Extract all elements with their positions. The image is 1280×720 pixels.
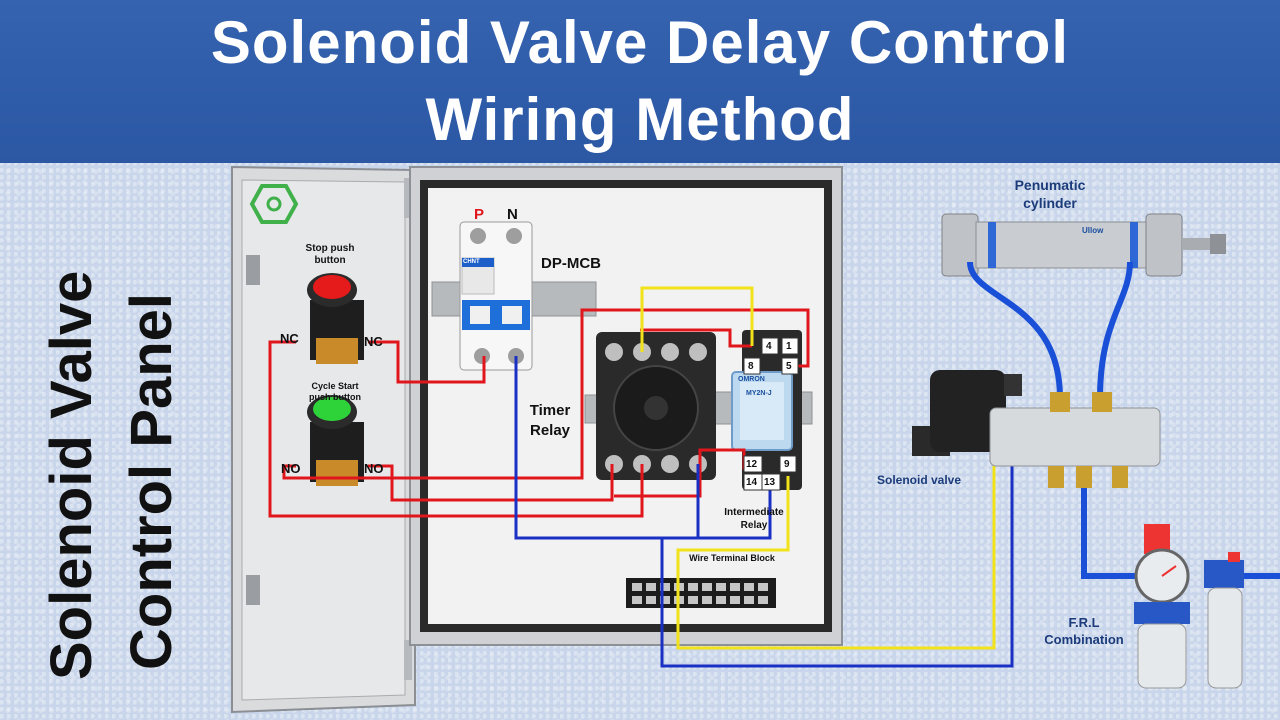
blue-wires [514,356,1014,668]
stop-push-button [307,273,364,364]
pin-1: 1 [786,341,792,352]
mcb-p-label: P [474,206,485,223]
frl-combination-label: F.R.L Combination [1044,615,1124,647]
dp-mcb-label: DP-MCB [541,255,601,272]
pin-14: 14 [746,477,758,488]
pin-12: 12 [746,459,758,470]
timer-relay [596,332,716,480]
stop-push-button-label: Stop push button [305,243,355,266]
nc-left-label: NC [280,331,299,346]
dp-mcb [459,221,533,371]
no-right-label: NO [364,461,384,476]
title-line-2: Wiring Method [425,86,855,153]
cycle-start-push-button-label: Cycle Start push button [309,381,361,402]
logo-icon [249,184,299,224]
solenoid-valve-label: Solenoid valve [877,473,962,487]
cycle-start-push-button [307,395,364,486]
pin-5: 5 [786,361,792,372]
mcb-brand-label: CHNT [463,259,480,265]
title-line-1: Solenoid Valve Delay Control [210,9,1070,76]
wire-terminal-block-label: Wire Terminal Block [689,553,775,563]
timer-relay-label: Timer Relay [529,402,571,439]
solenoid-valve [912,370,1161,488]
yellow-wires [640,286,996,650]
nc-right-label: NC [364,334,383,349]
mcb-n-label: N [507,206,518,223]
pin-13: 13 [764,477,776,488]
relay-brand-label: OMRON [738,376,765,383]
relay-pin-badges [743,337,799,491]
red-wires [268,308,810,518]
frl-combination [1134,524,1244,689]
no-left-label: NO [281,461,301,476]
wire-terminal-block [626,578,776,608]
pneumatic-cylinder-label: Penumatic cylinder [1014,177,1086,211]
pneumatic-cylinder [941,213,1226,277]
cylinder-brand-label: Ullow [1082,226,1104,235]
title-banner: Solenoid Valve Delay Control Wiring Meth… [0,0,1280,163]
pin-8: 8 [748,361,754,372]
intermediate-relay-label: Intermediate Relay [724,507,784,531]
pin-9: 9 [784,459,790,470]
pin-4: 4 [766,341,772,352]
relay-model-label: MY2N-J [746,390,772,397]
